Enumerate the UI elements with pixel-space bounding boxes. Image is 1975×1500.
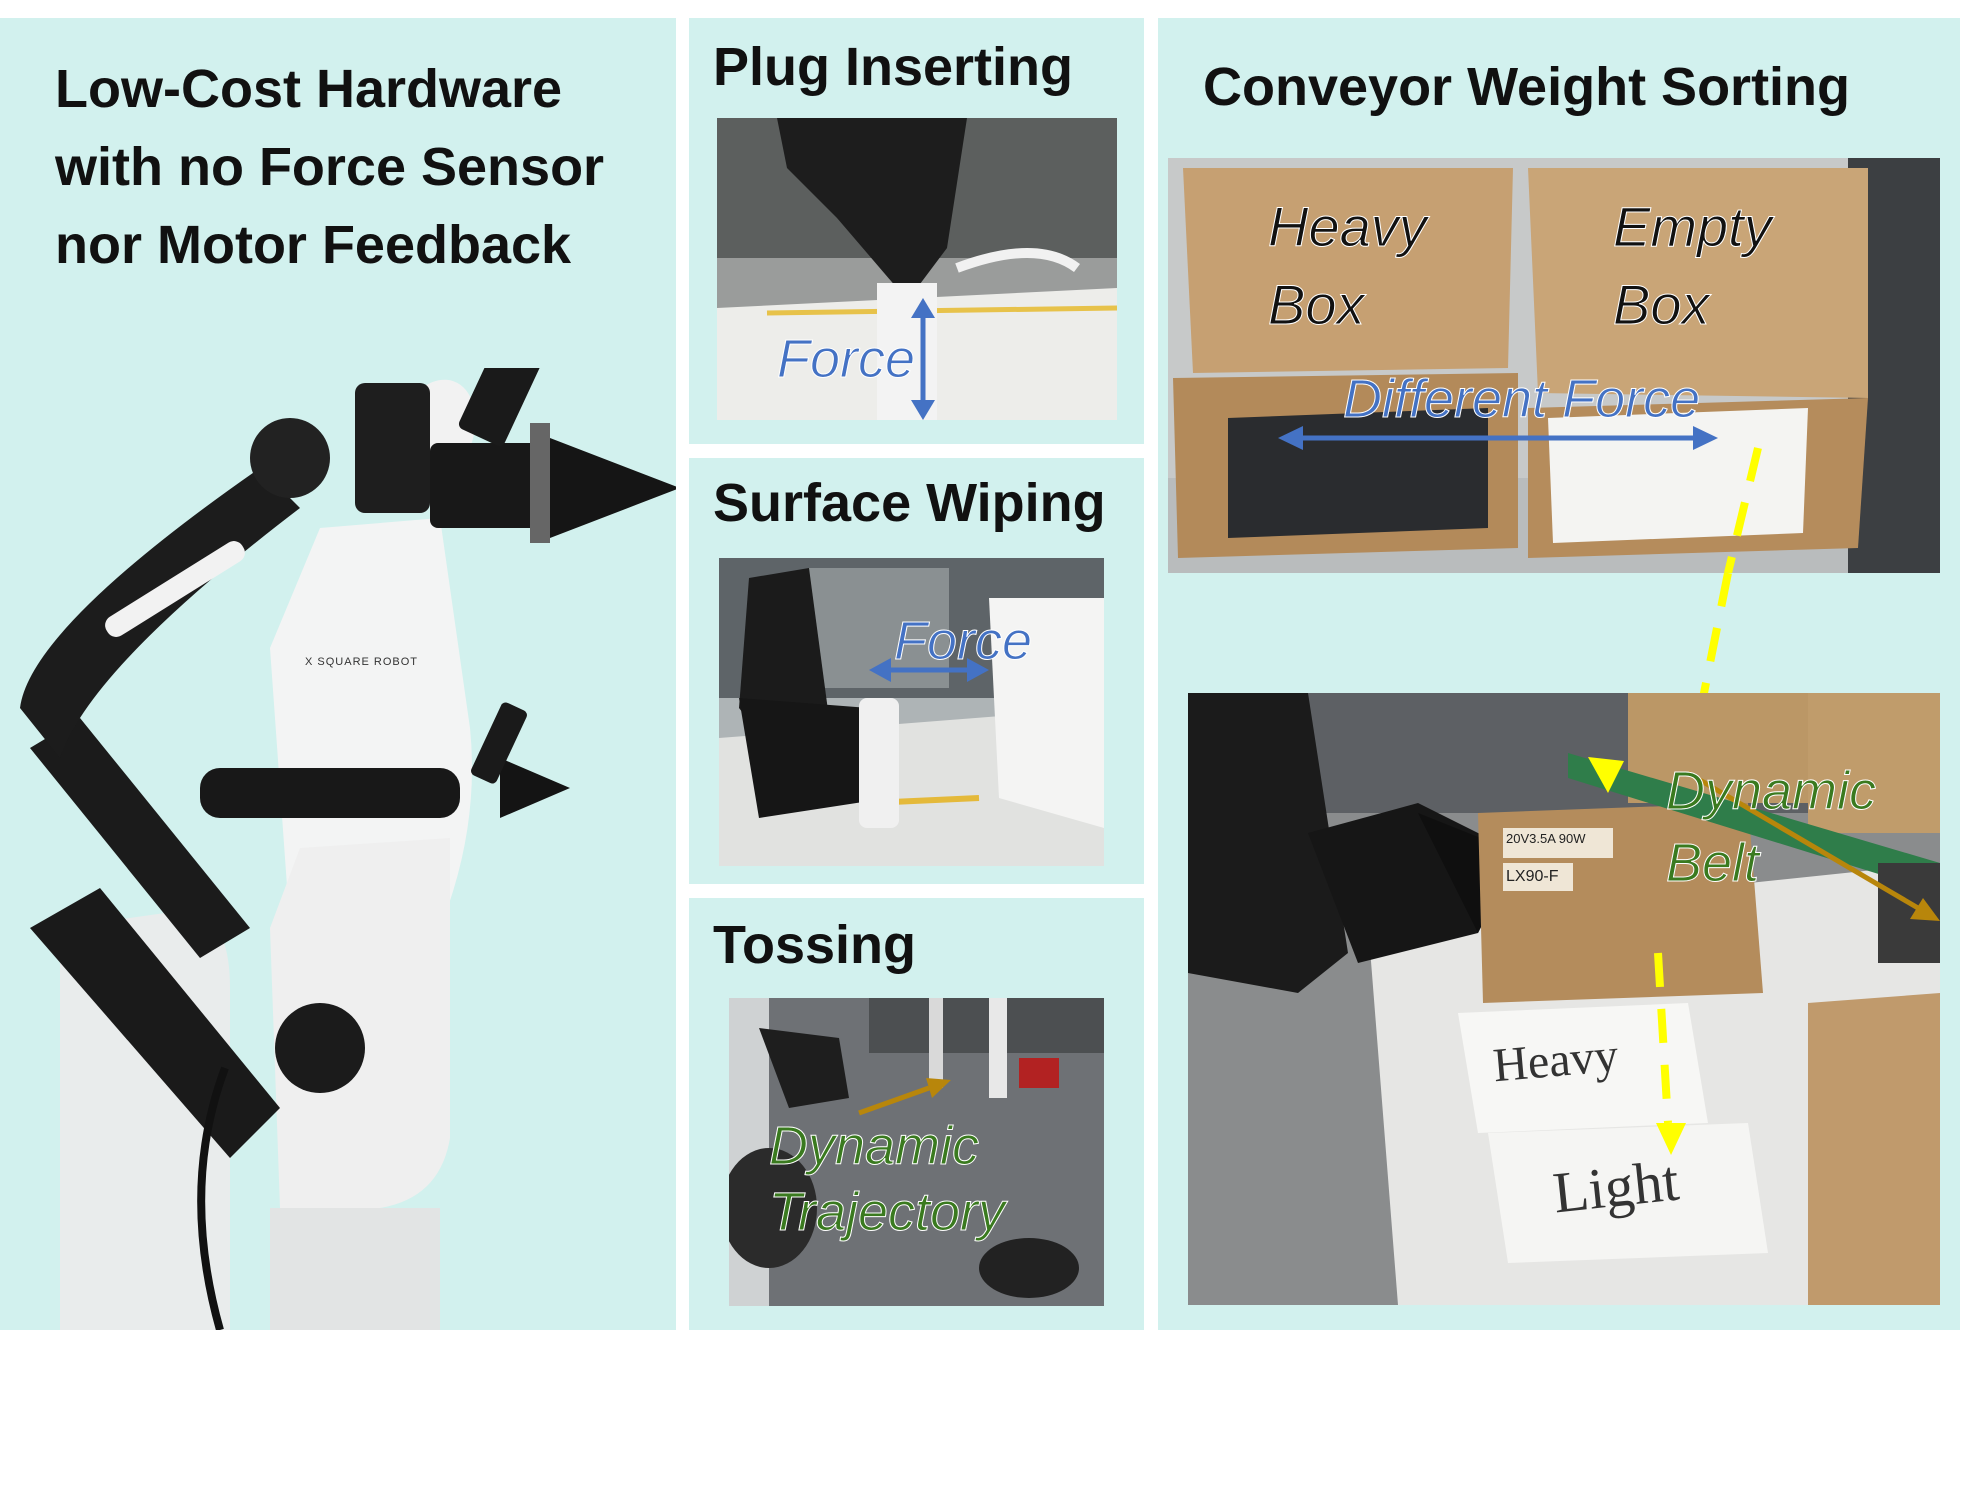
tossing-label-line-1: Dynamic (768, 1116, 980, 1177)
conveyor-photo: 20V3.5A 90W LX90-F Heavy Light Dynamic B… (1188, 693, 1940, 1305)
robot-arm-photo: X SQUARE ROBOT (0, 368, 676, 1330)
wiping-panel: Surface Wiping Force (689, 458, 1144, 884)
hardware-title-line-1: Low-Cost Hardware (55, 59, 563, 119)
tossing-label: Dynamic Trajectory (768, 1113, 1006, 1245)
empty-box-line-1: Empty (1613, 195, 1773, 259)
tossing-label-line-2: Trajectory (768, 1182, 1006, 1243)
wiping-title: Surface Wiping (713, 473, 1106, 533)
heavy-box-line-1: Heavy (1268, 195, 1428, 259)
conveyor-panel: Conveyor Weight Sorting Heavy Box (1158, 18, 1960, 1330)
plug-force-label: Force (776, 329, 916, 390)
hardware-title-line-2: with no Force Sensor (55, 137, 605, 197)
hardware-title-line-3: nor Motor Feedback (55, 215, 572, 275)
plug-title: Plug Inserting (713, 37, 1074, 97)
heavy-box-line-2: Box (1268, 273, 1365, 337)
tossing-panel: Tossing Dynamic Trajectory (689, 898, 1144, 1330)
conveyor-title: Conveyor Weight Sorting (1203, 57, 1851, 117)
dynamic-belt-line-1: Dynamic (1665, 761, 1877, 822)
empty-box-label: Empty Box (1613, 188, 1773, 344)
sign-light-text: Light (1549, 1147, 1682, 1226)
hardware-title: Low-Cost Hardware with no Force Sensor n… (55, 50, 604, 284)
product-code-text: LX90-F (1506, 868, 1559, 885)
tossing-title: Tossing (713, 915, 917, 975)
plug-photo: Force (717, 118, 1117, 420)
hardware-panel: Low-Cost Hardware with no Force Sensor n… (0, 18, 676, 1330)
wiping-force-label: Force (893, 611, 1033, 672)
product-spec-text: 20V3.5A 90W (1506, 831, 1586, 846)
dynamic-belt-label: Dynamic Belt (1665, 755, 1877, 899)
empty-box-line-2: Box (1613, 273, 1710, 337)
wiping-photo: Force (719, 558, 1104, 866)
tossing-photo: Dynamic Trajectory (729, 998, 1104, 1306)
heavy-box-label: Heavy Box (1268, 188, 1428, 344)
boxes-photo: Heavy Box Empty Box Different Force (1168, 158, 1940, 573)
plug-panel: Plug Inserting Force (689, 18, 1144, 444)
robot-brand-text: X SQUARE ROBOT (305, 656, 419, 668)
dynamic-belt-line-2: Belt (1665, 833, 1760, 894)
sign-heavy-text: Heavy (1490, 1028, 1621, 1093)
different-force-label: Different Force (1342, 369, 1701, 430)
